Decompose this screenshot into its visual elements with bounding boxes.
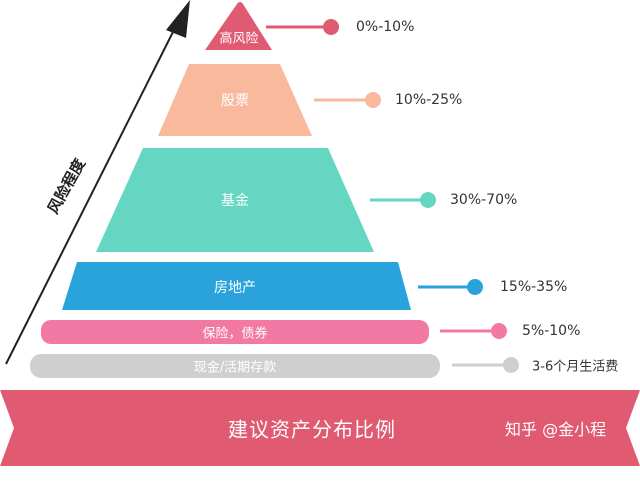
range-high-risk: 0%-10% (356, 19, 415, 35)
tier-label-insurance-bonds: 保险，债券 (202, 326, 268, 342)
tier-high-risk (205, 2, 272, 50)
tier-real-estate (62, 262, 411, 310)
tier-label-high-risk: 高风险 (219, 31, 259, 47)
connector-dot-funds (420, 192, 436, 208)
range-insurance-bonds: 5%-10% (522, 323, 581, 339)
tier-cash (30, 354, 440, 378)
tier-insurance-bonds (41, 320, 429, 344)
tier-label-stocks: 股票 (221, 93, 249, 109)
range-cash: 3-6个月生活费 (532, 359, 619, 375)
range-funds: 30%-70% (450, 192, 518, 208)
connector-dot-insurance-bonds (491, 323, 507, 339)
range-stocks: 10%-25% (395, 92, 463, 108)
tier-funds (96, 148, 374, 252)
tier-label-cash: 现金/活期存款 (193, 360, 277, 376)
connector-dot-cash (503, 357, 519, 373)
banner-title: 建议资产分布比例 (228, 417, 396, 442)
banner-ribbon (0, 390, 640, 466)
range-real-estate: 15%-35% (500, 279, 568, 295)
tier-label-funds: 基金 (221, 193, 249, 209)
connector-dot-high-risk (323, 19, 339, 35)
connector-dot-real-estate (467, 279, 483, 295)
tier-stocks (158, 64, 312, 136)
connector-dot-stocks (365, 92, 381, 108)
watermark-text: 知乎 @金小程 (505, 420, 607, 439)
tier-label-real-estate: 房地产 (214, 280, 256, 296)
risk-axis-line (5, 23, 178, 365)
risk-axis-arrowhead (166, 0, 190, 38)
